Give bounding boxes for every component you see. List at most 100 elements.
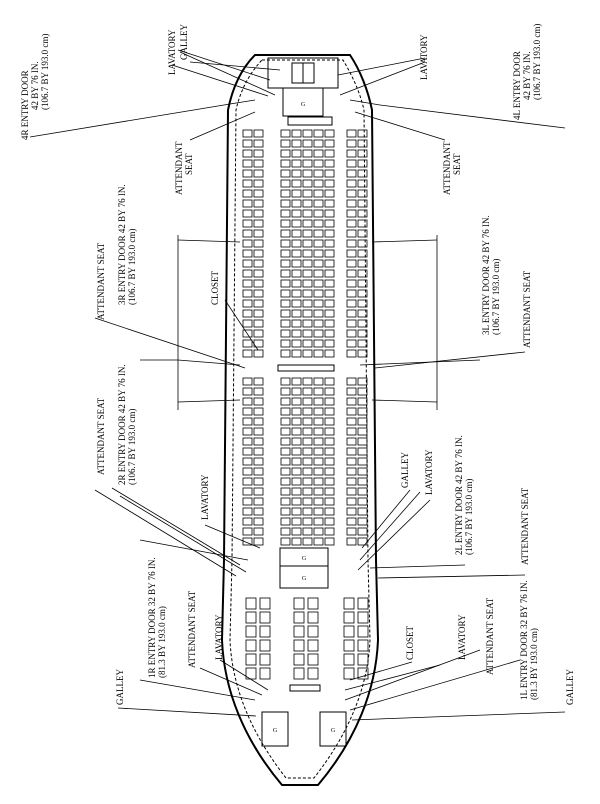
seat	[302, 289, 313, 298]
seat	[302, 219, 313, 228]
attendant-1l-label: ATTENDANT SEAT	[485, 597, 495, 675]
galley-fwd-left-label: GALLEY	[115, 669, 125, 705]
seat	[253, 377, 264, 386]
seat	[291, 477, 302, 486]
seat	[293, 667, 305, 680]
seat	[346, 417, 357, 426]
seat	[242, 329, 253, 338]
seat	[357, 309, 368, 318]
seat	[313, 387, 324, 396]
seat	[280, 507, 291, 516]
seat	[253, 497, 264, 506]
seat	[242, 179, 253, 188]
seat	[242, 199, 253, 208]
seat	[307, 653, 319, 666]
seat	[324, 437, 335, 446]
seat	[242, 319, 253, 328]
seat	[253, 149, 264, 158]
seat	[313, 467, 324, 476]
seat	[313, 537, 324, 546]
seat	[343, 639, 355, 652]
seat	[313, 437, 324, 446]
mid-galley: G G	[279, 547, 329, 589]
seat	[324, 377, 335, 386]
door-4r-label: 4R ENTRY DOOR	[20, 70, 30, 140]
seat	[346, 249, 357, 258]
seat	[280, 179, 291, 188]
seat	[324, 139, 335, 148]
seat	[346, 199, 357, 208]
seat	[346, 259, 357, 268]
door-2l-label: 2L ENTRY DOOR 42 BY 76 IN.	[454, 435, 464, 555]
seat	[253, 229, 264, 238]
seat	[253, 179, 264, 188]
seat	[253, 189, 264, 198]
seat	[307, 597, 319, 610]
seat	[313, 219, 324, 228]
seat	[280, 269, 291, 278]
seat	[313, 339, 324, 348]
seat	[324, 497, 335, 506]
seat	[357, 447, 368, 456]
seat	[324, 309, 335, 318]
seat	[324, 517, 335, 526]
seat	[346, 279, 357, 288]
seat	[313, 129, 324, 138]
seat	[242, 169, 253, 178]
seat	[346, 289, 357, 298]
seat	[242, 507, 253, 516]
galley-2l-label: GALLEY	[400, 452, 410, 488]
seat	[253, 219, 264, 228]
seat	[253, 427, 264, 436]
attendant-3r-label: ATTENDANT SEAT	[96, 242, 106, 320]
seat	[324, 417, 335, 426]
seat	[357, 199, 368, 208]
seat	[357, 129, 368, 138]
seat	[324, 319, 335, 328]
seat	[357, 319, 368, 328]
seat	[253, 457, 264, 466]
seat	[346, 129, 357, 138]
seat	[280, 169, 291, 178]
seat	[313, 149, 324, 158]
seat	[280, 517, 291, 526]
seat	[280, 377, 291, 386]
seat	[242, 407, 253, 416]
attendant-aft-right-label: ATTENDANT	[442, 141, 452, 195]
seat	[291, 289, 302, 298]
seat	[253, 349, 264, 358]
seat	[302, 349, 313, 358]
seat	[313, 417, 324, 426]
seat	[280, 279, 291, 288]
seat	[280, 407, 291, 416]
seat	[291, 199, 302, 208]
seat	[291, 487, 302, 496]
seat	[245, 597, 257, 610]
seat	[242, 129, 253, 138]
seat	[280, 229, 291, 238]
seat	[346, 487, 357, 496]
door-3l-label: 3L ENTRY DOOR 42 BY 76 IN.	[481, 215, 491, 335]
seat	[302, 387, 313, 396]
seat	[357, 139, 368, 148]
seat	[346, 189, 357, 198]
seat	[291, 377, 302, 386]
seat	[357, 497, 368, 506]
lavatory-2r-label: LAVATORY	[200, 474, 210, 520]
seat	[357, 467, 368, 476]
seat	[253, 259, 264, 268]
seat	[313, 397, 324, 406]
seat	[313, 447, 324, 456]
seat	[253, 249, 264, 258]
seat	[291, 517, 302, 526]
seat	[346, 377, 357, 386]
seat	[302, 319, 313, 328]
seat	[357, 487, 368, 496]
seat	[313, 279, 324, 288]
seat	[242, 189, 253, 198]
seat	[302, 477, 313, 486]
seat	[313, 527, 324, 536]
seat	[280, 437, 291, 446]
seat	[324, 527, 335, 536]
